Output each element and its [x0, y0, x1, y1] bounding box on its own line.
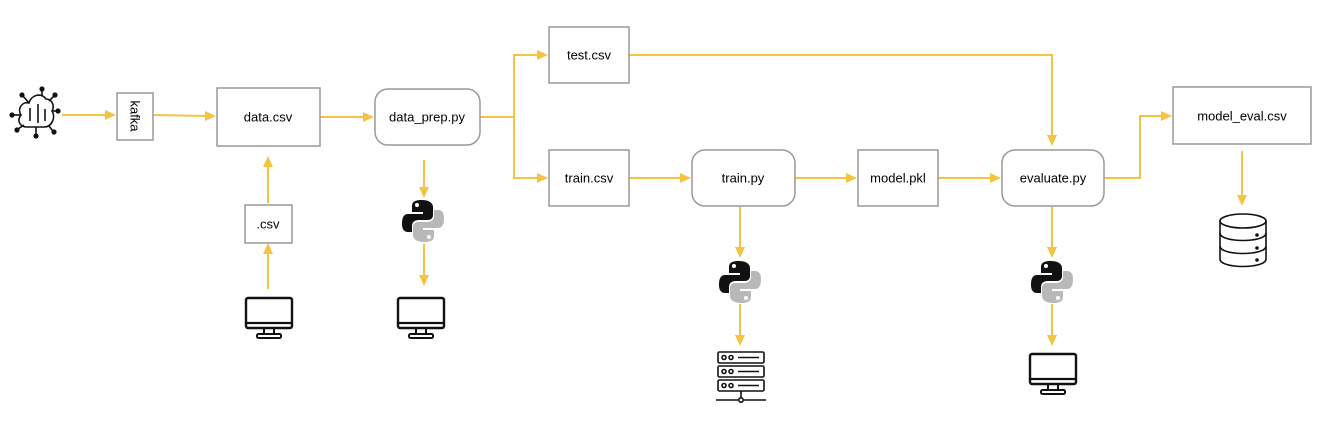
node-model-eval-csv-label: model_eval.csv: [1197, 109, 1287, 124]
arrowhead: [1047, 135, 1057, 146]
arrowhead: [1047, 247, 1057, 258]
node-test-csv[interactable]: test.csv: [548, 26, 630, 84]
arrowhead: [205, 111, 216, 121]
arrowhead: [419, 275, 429, 286]
node-model-pkl[interactable]: model.pkl: [857, 149, 939, 207]
node-data-prep[interactable]: data_prep.py: [374, 88, 481, 146]
node-csv[interactable]: .csv: [244, 204, 293, 244]
arrowhead: [105, 110, 116, 120]
node-data-csv-label: data.csv: [244, 110, 293, 125]
cloud-network-icon: [9, 86, 61, 139]
arrowhead: [263, 156, 273, 167]
arrowhead: [1237, 195, 1247, 206]
node-csv-label: .csv: [256, 217, 280, 232]
node-model-pkl-label: model.pkl: [870, 171, 926, 186]
python-icon: [1031, 261, 1073, 303]
database-icon: [1219, 213, 1267, 268]
python-icon: [402, 200, 444, 242]
node-train-py-label: train.py: [722, 171, 765, 186]
arrowhead: [537, 173, 548, 183]
monitor-icon: [244, 296, 294, 340]
node-train-csv-label: train.csv: [565, 171, 614, 186]
node-train-csv[interactable]: train.csv: [548, 149, 630, 207]
node-model-eval-csv[interactable]: model_eval.csv: [1172, 86, 1312, 145]
arrowhead: [1047, 335, 1057, 346]
arrowhead: [735, 335, 745, 346]
edge-data-prep-split: [480, 54, 540, 118]
arrowhead: [1161, 111, 1172, 121]
node-evaluate-py-label: evaluate.py: [1020, 171, 1087, 186]
node-data-prep-label: data_prep.py: [389, 110, 465, 125]
arrowhead: [263, 243, 273, 254]
arrowhead: [680, 173, 691, 183]
node-train-py[interactable]: train.py: [691, 149, 796, 207]
arrowhead: [990, 173, 1001, 183]
python-icon: [719, 261, 761, 303]
arrowhead: [363, 112, 374, 122]
monitor-icon: [396, 296, 446, 340]
edge-test-csv-to-evaluate: [629, 54, 1053, 138]
node-kafka[interactable]: kafka: [116, 92, 154, 141]
node-kafka-label: kafka: [128, 100, 143, 132]
edges: [62, 50, 1247, 346]
arrowhead: [846, 173, 857, 183]
node-test-csv-label: test.csv: [567, 48, 612, 63]
node-data-csv[interactable]: data.csv: [216, 87, 321, 147]
arrowhead: [735, 247, 745, 258]
edge-kafka-to-data-csv: [152, 114, 209, 117]
monitor-icon: [1028, 352, 1078, 396]
edge-data-prep-to-train-csv: [513, 117, 540, 179]
arrowhead: [537, 50, 548, 60]
arrowhead: [419, 187, 429, 198]
node-evaluate-py[interactable]: evaluate.py: [1001, 149, 1105, 207]
server-icon: [716, 351, 766, 403]
edge-evaluate-to-model-eval: [1104, 115, 1164, 179]
